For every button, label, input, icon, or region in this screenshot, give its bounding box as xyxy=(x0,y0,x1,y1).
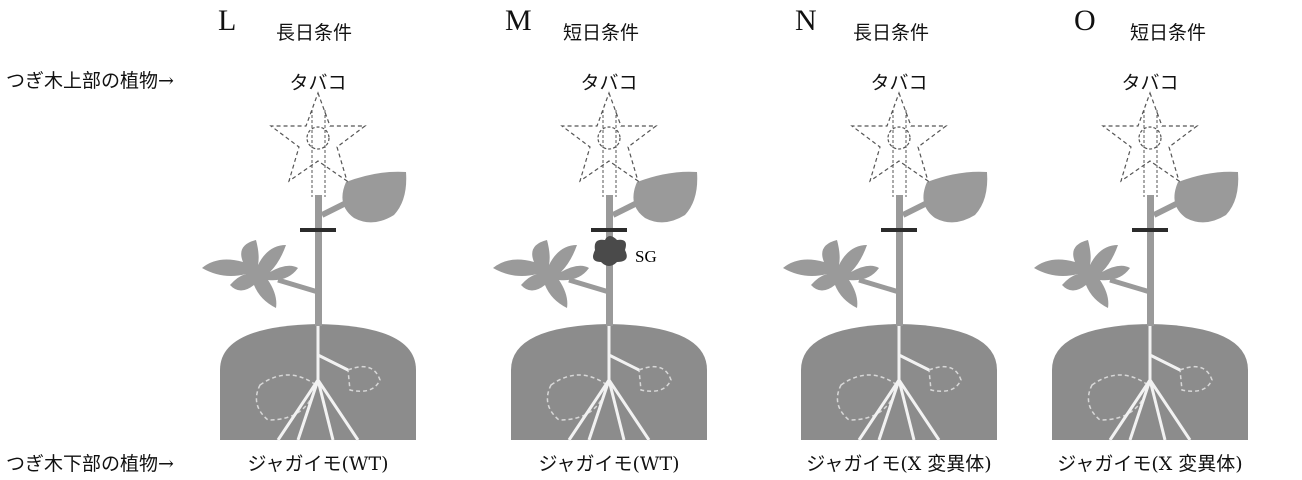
tuber-soil-mound xyxy=(801,324,997,440)
lower-plant-row-label: つぎ木下部の植物→ xyxy=(6,449,174,476)
daylength-condition: 長日条件 xyxy=(276,18,352,45)
tuber-soil-mound xyxy=(1052,324,1248,440)
tobacco-flower xyxy=(852,93,946,181)
potato-stem xyxy=(896,232,903,326)
lower-plant-name: ジャガイモ(WT) xyxy=(459,449,759,476)
tobacco-leaf xyxy=(903,172,987,223)
panel-letter: L xyxy=(218,4,236,38)
tuber-soil-mound xyxy=(511,324,707,440)
tobacco-leaf xyxy=(613,172,697,223)
panel-l: L 長日条件 タバコ ジャガイモ(WT) xyxy=(168,0,468,480)
panel-o: O 短日条件 タバコ ジャガイモ(X 変異体) xyxy=(1000,0,1300,480)
potato-leaf xyxy=(783,240,899,308)
potato-leaf xyxy=(493,240,609,308)
graft-junction-bar xyxy=(881,228,917,232)
upper-plant-name: タバコ xyxy=(459,68,759,95)
potato-stem xyxy=(315,232,322,326)
sg-callus-mass xyxy=(593,236,627,266)
graft-junction-bar xyxy=(300,228,336,232)
daylength-condition: 短日条件 xyxy=(1130,18,1206,45)
upper-plant-row-label: つぎ木上部の植物→ xyxy=(6,66,174,93)
panel-letter: N xyxy=(795,4,817,38)
graft-junction-bar xyxy=(1132,228,1168,232)
sg-label: SG xyxy=(635,247,657,266)
daylength-condition: 長日条件 xyxy=(853,18,929,45)
panel-letter: M xyxy=(505,4,532,38)
panel-m: SG M 短日条件 タバコ ジャガイモ(WT) xyxy=(459,0,759,480)
upper-plant-name: タバコ xyxy=(1000,68,1300,95)
tobacco-flower xyxy=(271,93,365,181)
lower-plant-name: ジャガイモ(WT) xyxy=(168,449,468,476)
daylength-condition: 短日条件 xyxy=(563,18,639,45)
potato-leaf xyxy=(1034,240,1150,308)
panel-letter: O xyxy=(1074,4,1096,38)
potato-stem xyxy=(1147,232,1154,326)
tuber-soil-mound xyxy=(220,324,416,440)
lower-plant-name: ジャガイモ(X 変異体) xyxy=(1000,449,1300,476)
tobacco-leaf xyxy=(1154,172,1238,223)
tobacco-leaf xyxy=(322,172,406,223)
upper-plant-name: タバコ xyxy=(168,68,468,95)
potato-leaf xyxy=(202,240,318,308)
graft-junction-bar xyxy=(591,228,627,232)
tobacco-flower xyxy=(562,93,656,181)
tobacco-flower xyxy=(1103,93,1197,181)
